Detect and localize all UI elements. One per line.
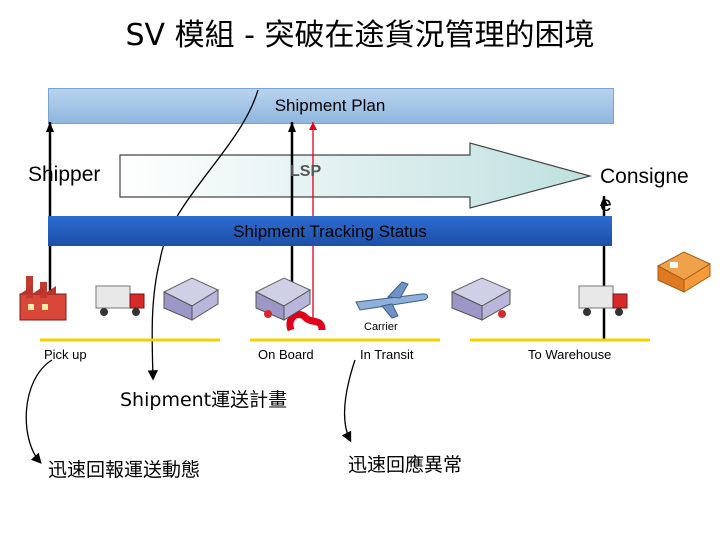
shipment-tracking-status-bar <box>48 216 612 246</box>
carrier-label: Carrier <box>364 321 398 333</box>
airplane-icon <box>355 281 429 319</box>
lsp-label: LSP <box>290 163 322 180</box>
alert-hook <box>286 311 326 332</box>
shipment-plan-note: Shipment運送計畫 <box>120 389 288 411</box>
lsp-arrow <box>119 142 593 209</box>
respond-exception-note: 迅速回應異常 <box>348 454 463 476</box>
stage-in-transit: In Transit <box>360 347 414 362</box>
stage-pick-up: Pick up <box>44 347 87 362</box>
report-status-note: 迅速回報運送動態 <box>48 459 201 481</box>
shipper-label: Shipper <box>28 163 101 186</box>
warehouse-icon <box>162 277 220 321</box>
warehouse-icon <box>254 277 312 321</box>
shipment-plan-label: Shipment Plan <box>274 96 386 115</box>
consignee-label: Consigne e <box>600 165 689 216</box>
truck-icon <box>578 285 628 316</box>
stage-on-board: On Board <box>258 347 314 362</box>
stage-to-warehouse: To Warehouse <box>528 347 612 362</box>
factory-icon <box>19 276 67 321</box>
shipment-plan-bar <box>48 88 614 124</box>
warehouse-icon <box>450 277 512 321</box>
page-title: SV 模組 - 突破在途貨況管理的困境 <box>125 18 595 53</box>
forklift-icon <box>656 251 712 293</box>
shipment-tracking-status-label: Shipment Tracking Status <box>233 222 427 241</box>
truck-icon <box>95 285 145 316</box>
